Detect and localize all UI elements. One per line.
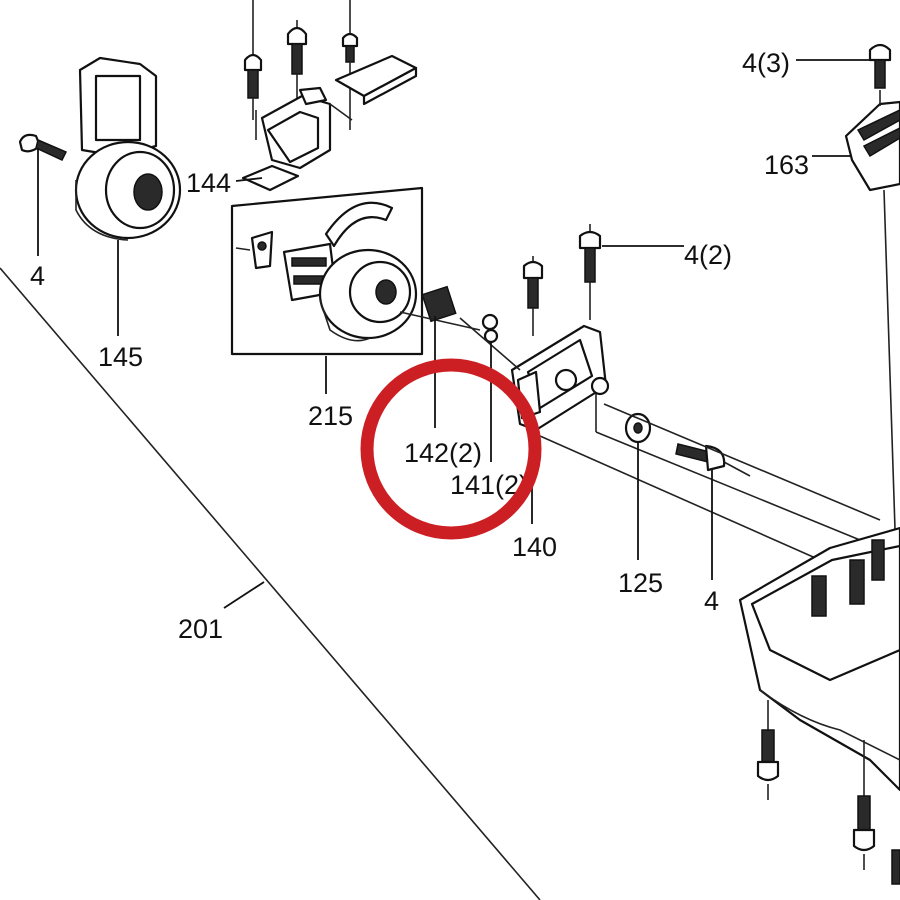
part-215-assembly-box bbox=[230, 186, 424, 356]
part-163-block bbox=[844, 90, 900, 192]
top-screw-middle bbox=[286, 20, 308, 100]
bottom-screw-middle bbox=[852, 740, 876, 870]
leader-lines bbox=[37, 59, 870, 609]
bottom-screw-right bbox=[891, 849, 900, 885]
callout-4-2: 4(2) bbox=[684, 240, 732, 270]
screw-140-left bbox=[522, 256, 544, 336]
top-screw-left bbox=[243, 0, 263, 120]
callout-4-left: 4 bbox=[30, 261, 45, 291]
small-screw-left bbox=[18, 133, 68, 161]
callout-140: 140 bbox=[512, 532, 557, 562]
callout-163: 163 bbox=[764, 150, 809, 180]
screw-4-right bbox=[675, 443, 751, 477]
part-144-bracket bbox=[241, 60, 353, 192]
part-145-knob bbox=[74, 56, 182, 241]
callout-4-3: 4(3) bbox=[742, 48, 790, 78]
callout-215: 215 bbox=[308, 401, 353, 431]
base-housing bbox=[738, 526, 900, 792]
bottom-screw-left bbox=[756, 700, 780, 800]
callout-144: 144 bbox=[186, 168, 231, 198]
callout-4-right: 4 bbox=[704, 586, 719, 616]
vertical-guide-right bbox=[883, 189, 897, 561]
assembly-guide-lines bbox=[459, 317, 881, 561]
callout-125: 125 bbox=[618, 568, 663, 598]
highlight-circle bbox=[360, 358, 542, 540]
callout-201: 201 bbox=[178, 614, 223, 644]
callout-145: 145 bbox=[98, 342, 143, 372]
screw-4-3 bbox=[868, 43, 892, 89]
part-201-body-outline bbox=[0, 267, 541, 900]
top-screw-right bbox=[341, 0, 359, 63]
part-142-springs bbox=[399, 285, 481, 331]
part-141-balls bbox=[481, 313, 499, 344]
callout-142: 142(2) bbox=[404, 438, 482, 468]
callout-labels: 4 145 144 215 142(2) 141(2) 140 125 4 4(… bbox=[30, 48, 809, 644]
screw-4-2 bbox=[578, 224, 602, 320]
part-plate-top bbox=[334, 54, 418, 106]
